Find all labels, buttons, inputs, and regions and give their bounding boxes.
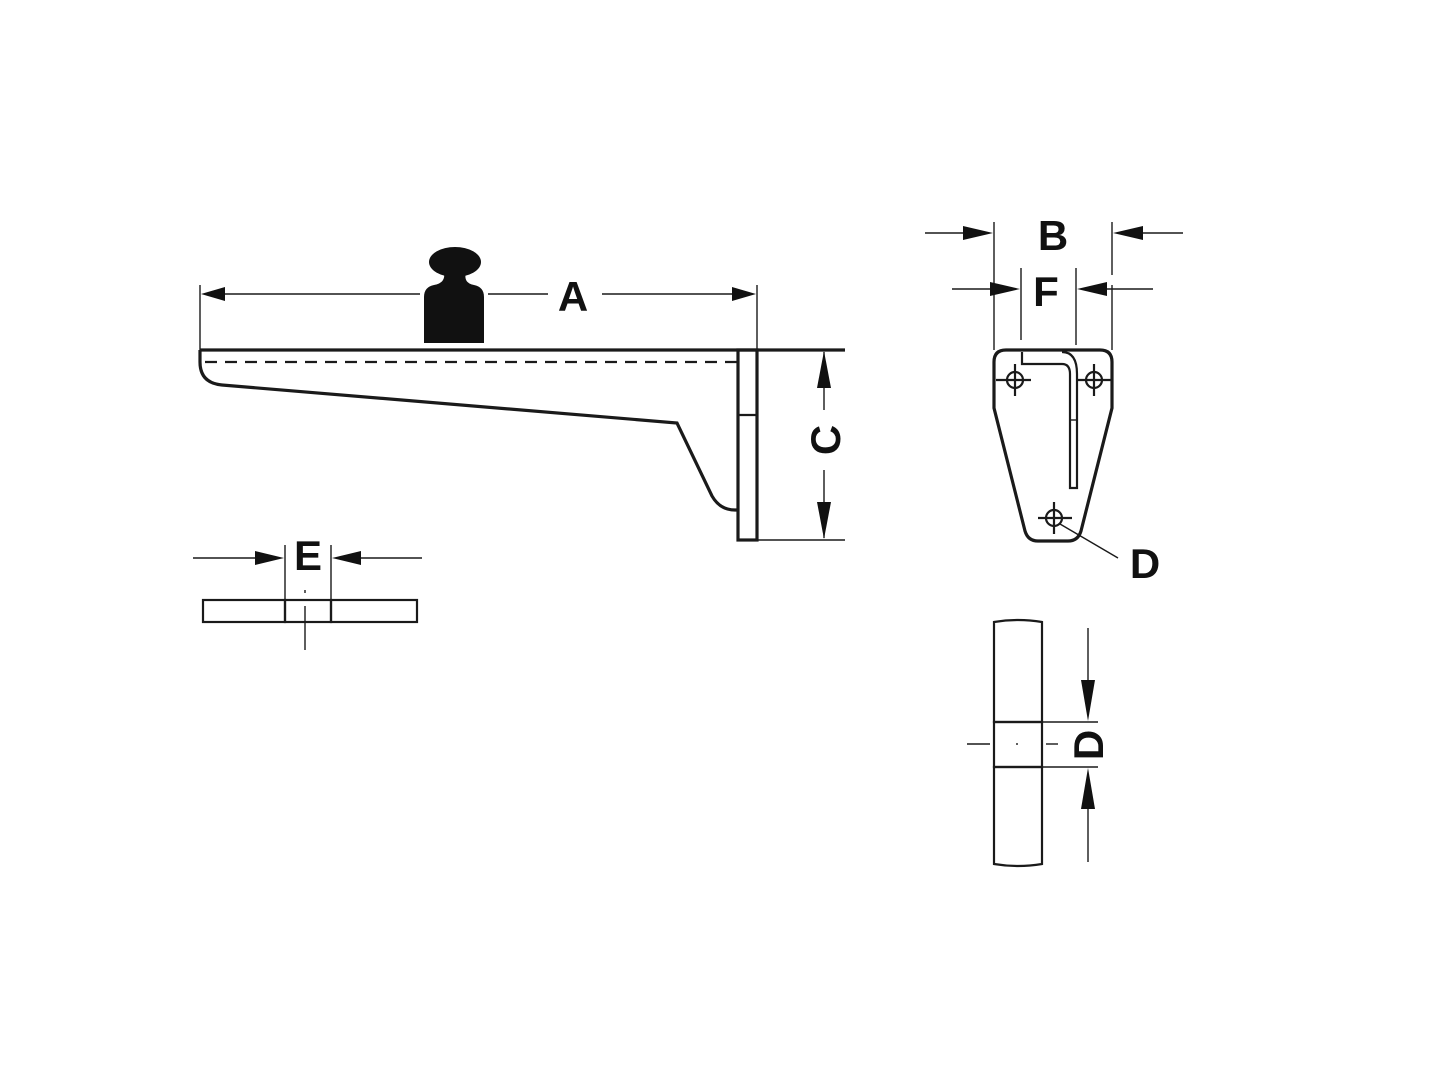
side-view: A C (198, 247, 849, 542)
dimension-label-d-front: D (1130, 540, 1160, 587)
arrow-left-icon (332, 551, 361, 565)
wall-section-lower (992, 765, 1044, 868)
mounting-plate (736, 348, 845, 542)
dimension-a: A (199, 273, 758, 350)
dimension-label-f: F (1033, 268, 1059, 315)
mounting-plate-outline (992, 348, 1114, 543)
dimension-label-b: B (1038, 212, 1068, 259)
weight-icon (424, 247, 484, 343)
arrow-up-icon (1081, 768, 1095, 809)
screw-hole-top-right (1078, 364, 1111, 396)
dimension-label-d-section: D (1065, 730, 1112, 760)
arrow-left-icon (201, 287, 225, 301)
wall-section-upper (992, 618, 1044, 724)
arrow-down-icon (817, 502, 831, 539)
dimension-label-e: E (294, 532, 322, 579)
screw-hole-top-left (996, 364, 1031, 396)
arrow-right-icon (963, 226, 993, 240)
front-view: B F D (925, 212, 1183, 587)
arrow-right-icon (255, 551, 284, 565)
dimension-label-a: A (558, 273, 588, 320)
section-e: E (193, 532, 422, 650)
dimension-label-c: C (802, 425, 849, 455)
bracket-arm-profile (1020, 350, 1079, 490)
arrow-down-icon (1081, 680, 1095, 721)
screw-hole-bottom (1038, 502, 1072, 534)
dimension-c: C (802, 351, 849, 539)
bracket-arm (198, 348, 845, 512)
arrow-right-icon (732, 287, 756, 301)
section-d: D (967, 618, 1112, 868)
arrow-up-icon (817, 351, 831, 388)
arrow-right-icon (990, 282, 1020, 296)
arrow-left-icon (1113, 226, 1143, 240)
arrow-left-icon (1077, 282, 1107, 296)
